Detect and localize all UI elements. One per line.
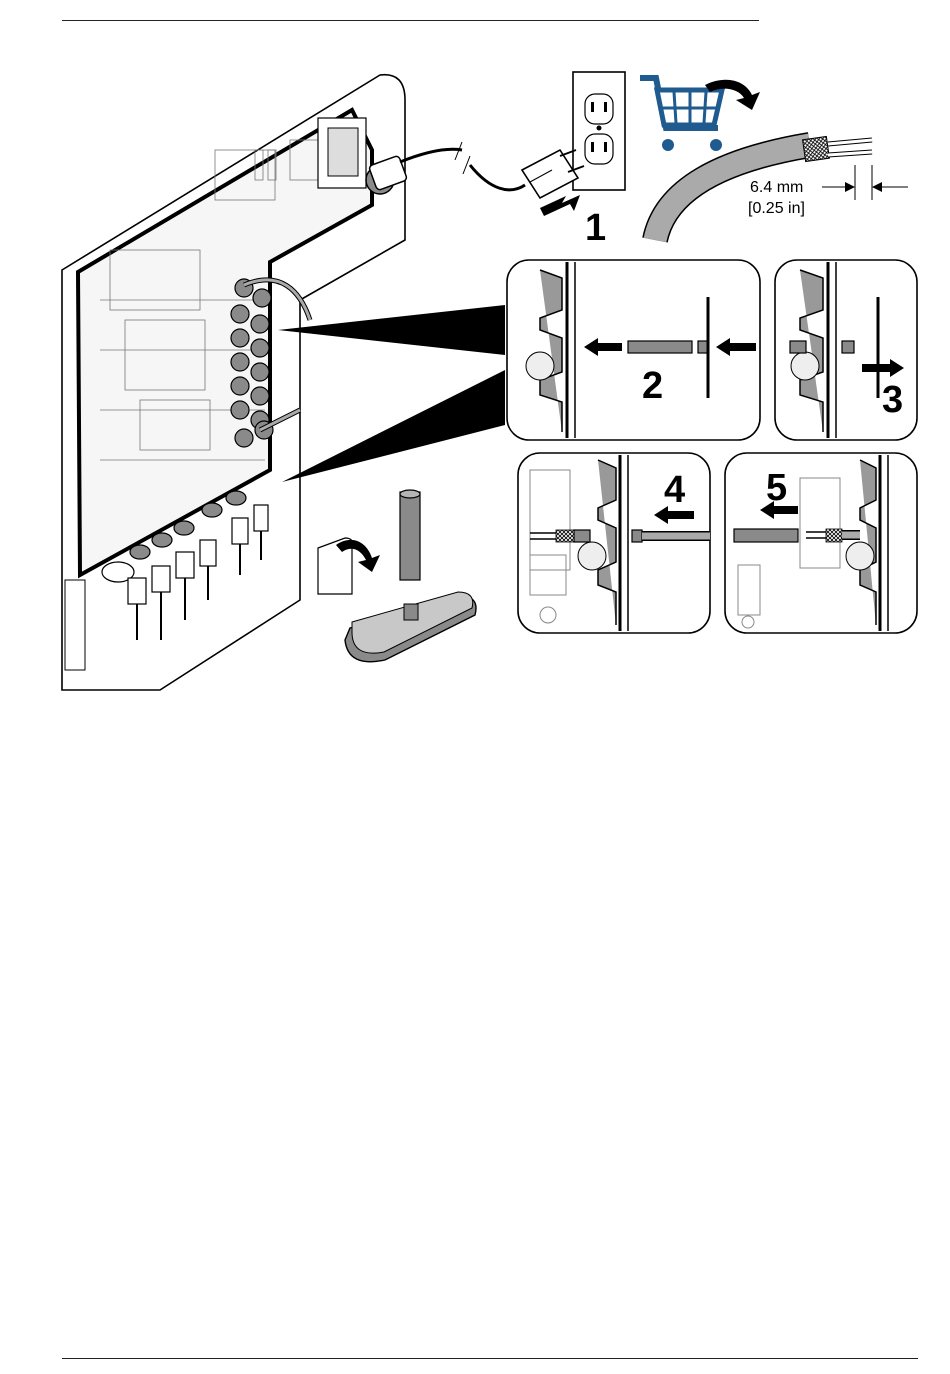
controller-enclosure [62, 75, 405, 690]
step-4-label: 4 [664, 469, 685, 511]
callout-wedges [278, 305, 505, 482]
seal-plug-tool [318, 490, 476, 662]
footer-rule [62, 1358, 918, 1359]
detail-panel-5 [725, 453, 917, 633]
measurement-imperial: [0.25 in] [748, 200, 805, 217]
detail-panel-2 [507, 260, 760, 440]
step-3-label: 3 [882, 379, 903, 421]
dimension-marker [822, 165, 908, 200]
step-1-label: 1 [585, 207, 606, 249]
step-2-label: 2 [642, 365, 663, 407]
wall-outlet-icon [573, 72, 625, 190]
unplug-arrow-icon [540, 195, 580, 216]
step-5-label: 5 [766, 467, 787, 509]
measurement-metric: 6.4 mm [750, 179, 803, 196]
installation-figure: 1 6.4 mm [0.25 in] [0, 0, 950, 700]
